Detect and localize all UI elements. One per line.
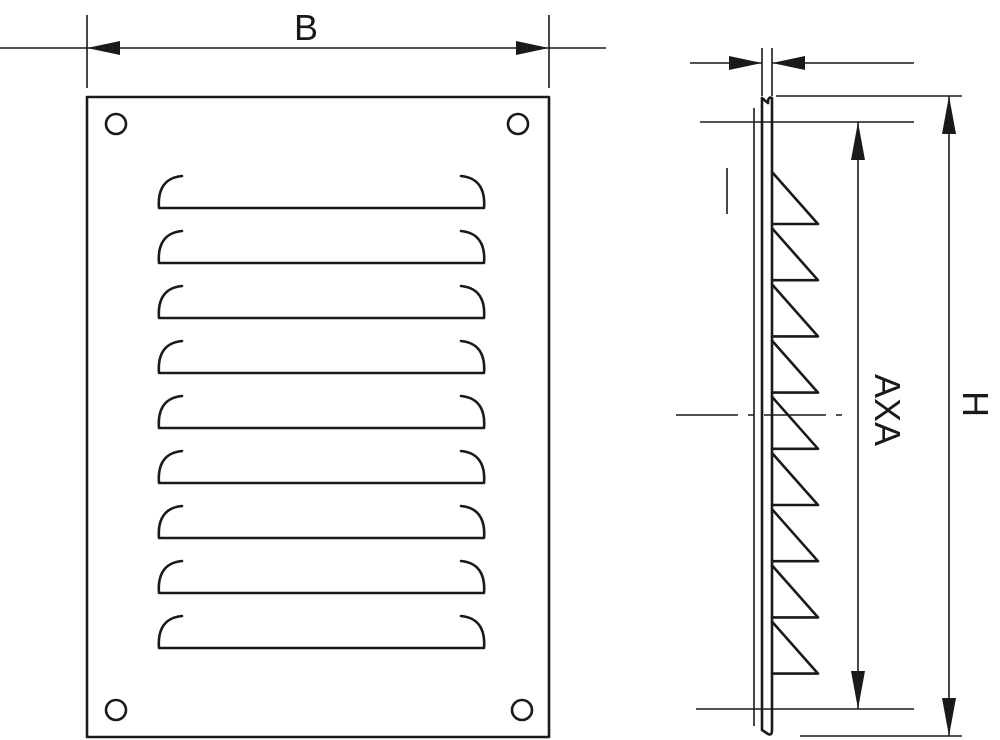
side-view: AXA H [676,48,996,737]
louver-fin [770,339,820,394]
height-arrow-top [942,96,956,134]
width-dimension: B [0,7,606,88]
mounting-hole-top-left [104,112,128,136]
mounting-hole-bottom-right [510,698,534,722]
height-arrow-bottom [942,698,956,736]
front-view: B [0,7,606,739]
louver-fin [770,507,820,563]
louver-fin [770,620,820,675]
axis-spacing-label: AXA [867,374,908,446]
louver-slot [157,394,486,430]
louver-slot [157,449,486,485]
louver-fin [770,226,820,282]
axis-arrow-top [851,122,865,160]
louver-fin [770,451,820,507]
width-arrow-left [87,41,120,55]
plate-profile [760,96,774,736]
axis-spacing-dimension: AXA [696,121,914,710]
thickness-arrow-left [729,56,762,70]
thickness-dimension [690,48,914,96]
louver-slot [157,284,486,320]
louver-slot [157,504,486,540]
louver-slot [157,614,486,650]
height-dimension: H [776,95,996,737]
louver-slot [157,339,486,375]
width-arrow-right [516,41,549,55]
louver-slot [157,229,486,265]
louver-fin [770,564,820,619]
louver-fin-group [770,170,820,675]
width-label: B [294,7,318,48]
mounting-hole-top-right [506,112,530,136]
axis-arrow-bottom [851,671,865,709]
thickness-arrow-right [772,56,805,70]
louver-fin [770,283,820,338]
louver-group [157,174,486,650]
louver-fin [770,170,820,226]
louver-slot [157,559,486,595]
louver-slot [157,174,486,210]
height-label: H [955,391,996,417]
louver-fin [770,395,820,451]
mounting-hole-bottom-left [104,698,128,722]
grille-plate [85,95,551,739]
